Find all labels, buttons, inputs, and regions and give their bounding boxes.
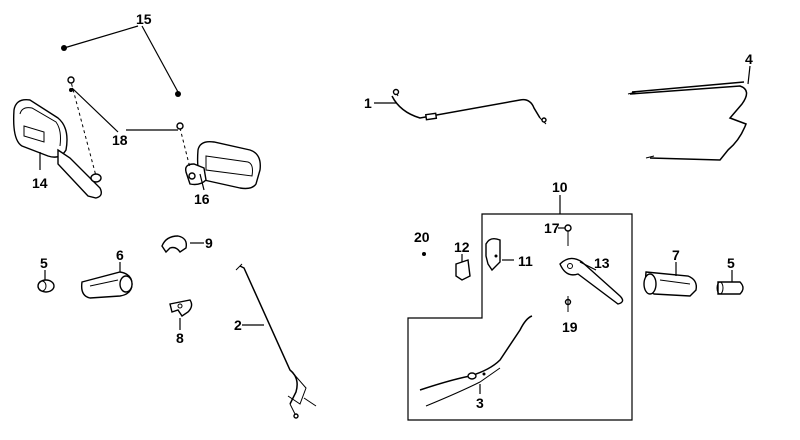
callout-13: 13 [594, 255, 610, 271]
part-11 [485, 237, 501, 272]
right-mirror-16 [179, 127, 261, 190]
grip-7 [643, 271, 698, 297]
callout-15: 15 [136, 11, 152, 27]
grip-6 [80, 271, 133, 299]
bolt-20 [422, 252, 426, 256]
washer-18-left [67, 76, 75, 92]
pin-19 [564, 296, 572, 312]
callout-20: 20 [414, 229, 430, 245]
cable-1 [391, 88, 547, 125]
callout-14: 14 [32, 175, 48, 191]
part-12 [455, 259, 471, 281]
end-weight-5-right [716, 281, 744, 295]
callout-3: 3 [476, 395, 484, 411]
cable-3 [419, 315, 533, 407]
fastener-15-right [175, 91, 181, 97]
cable-2 [235, 263, 317, 419]
callout-11: 11 [518, 253, 533, 269]
callout-18: 18 [112, 132, 128, 148]
callout-19: 19 [562, 319, 578, 335]
callout-10: 10 [552, 179, 568, 195]
screw-17 [564, 224, 572, 246]
callout-5-left: 5 [40, 255, 48, 271]
callout-9: 9 [205, 235, 213, 251]
callout-5-right: 5 [727, 255, 735, 271]
callout-17: 17 [544, 220, 560, 236]
lever-13 [559, 257, 624, 305]
callout-16: 16 [194, 191, 210, 207]
callout-7: 7 [672, 247, 680, 263]
callout-12: 12 [454, 239, 470, 255]
callout-4: 4 [745, 51, 753, 67]
callout-8: 8 [176, 330, 184, 346]
cable-4 [627, 81, 748, 161]
left-mirror-14 [12, 77, 103, 199]
bracket-8 [169, 299, 193, 317]
washer-18-right [176, 122, 184, 130]
callout-1: 1 [364, 95, 372, 111]
end-weight-5-left [37, 279, 55, 293]
callout-6: 6 [116, 247, 124, 263]
callout-2: 2 [234, 317, 242, 333]
assembly-10-frame [407, 213, 633, 421]
clamp-9 [161, 235, 188, 254]
